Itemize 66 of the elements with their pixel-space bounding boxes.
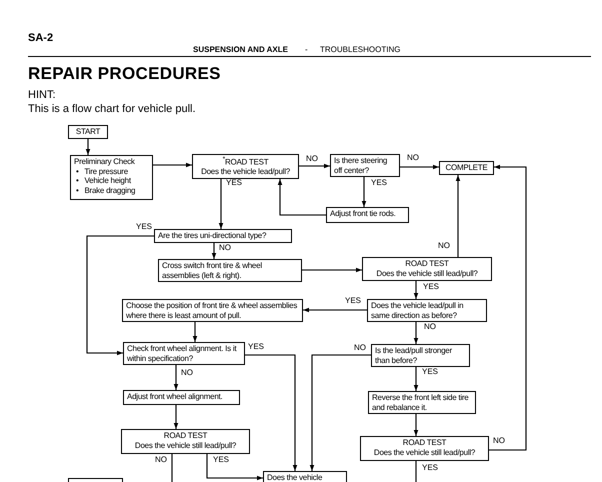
decision-box: $^{*}$ROAD TEST Does the vehicle lead/pull? xyxy=(192,154,299,179)
start-box: START xyxy=(68,125,108,139)
section-heading: SUSPENSION AND AXLE xyxy=(193,46,288,55)
edge-label: NO xyxy=(180,369,194,377)
arrow xyxy=(489,164,527,451)
subsection-heading: TROUBLESHOOTING xyxy=(320,46,400,55)
edge-label: NO xyxy=(423,323,437,331)
arrow xyxy=(310,354,371,471)
decision-box: ROAD TEST Does the vehicle still lead/pull? xyxy=(362,257,492,281)
arrow xyxy=(362,177,366,207)
arrow xyxy=(414,322,418,344)
separator-text: - xyxy=(305,46,308,55)
arrow xyxy=(153,162,192,168)
decision-box: ROAD TEST Does the vehicle still lead/pull? xyxy=(360,436,489,461)
page-number: SA-2 xyxy=(28,32,54,44)
arrow xyxy=(218,179,224,229)
process-box: Adjust front tie rods. xyxy=(326,207,409,223)
process-box: Cross switch front tire & wheel assemblies (left & right). xyxy=(158,259,302,282)
arrow xyxy=(278,179,326,216)
arrow xyxy=(414,367,418,391)
arrow xyxy=(414,414,418,436)
decision-box: Check front wheel alignment. Is it within specification? xyxy=(123,342,245,366)
arrow xyxy=(174,365,178,390)
edge-label: YES xyxy=(370,179,388,187)
end-box: COMPLETE xyxy=(439,161,494,175)
edge-label: YES xyxy=(135,223,154,231)
decision-box: Is there steering off center? xyxy=(330,154,400,178)
edge-label: NO xyxy=(305,155,319,163)
page-title: REPAIR PROCEDURES xyxy=(28,65,221,84)
arrow xyxy=(174,405,178,429)
edge-label: YES xyxy=(247,343,266,351)
edge-label: YES xyxy=(212,456,230,464)
arrow xyxy=(299,164,330,168)
edge-label: NO xyxy=(218,244,232,252)
edge-label: YES xyxy=(344,297,362,305)
edge-label: NO xyxy=(154,456,168,464)
arrow xyxy=(245,354,298,471)
arrow xyxy=(86,139,90,155)
hint-label: HINT: xyxy=(28,89,56,102)
edge-label: YES xyxy=(421,464,440,472)
arrow xyxy=(86,235,154,356)
arrow xyxy=(206,454,263,480)
arrow xyxy=(400,164,439,170)
arrow xyxy=(414,281,418,299)
arrow xyxy=(302,268,362,272)
edge-label: YES xyxy=(422,283,440,291)
edge-label: YES xyxy=(225,179,244,187)
process-box: Preliminary Check • Tire pressure • Vehicle height • Brake dragging xyxy=(70,155,153,200)
process-box: Choose the position of front tire & wheel assemblies where there is least amount of pull. xyxy=(122,299,303,322)
arrow xyxy=(303,308,367,312)
arrow xyxy=(212,243,216,259)
edge-label: NO xyxy=(406,154,420,162)
decision-box: Are the tires uni-directional type? xyxy=(154,229,292,243)
arrow xyxy=(456,175,460,257)
arrow xyxy=(192,322,198,342)
decision-box: Does the vehicle xyxy=(263,471,347,482)
decision-box: Does the vehicle lead/pull in same direction as before? xyxy=(367,299,487,322)
edge-label: YES xyxy=(421,368,440,376)
edge-label: NO xyxy=(437,242,451,250)
process-box: Adjust front wheel alignment. xyxy=(123,390,240,405)
hint-text: This is a flow chart for vehicle pull. xyxy=(28,103,196,116)
process-box: Reverse the front left side tire and rebalance it. xyxy=(368,391,476,414)
edge-label: NO xyxy=(492,437,506,445)
decision-box: Is the lead/pull stronger than before? xyxy=(371,344,470,368)
edge-label: NO xyxy=(353,344,367,352)
decision-box: ROAD TEST Does the vehicle still lead/pull? xyxy=(121,429,250,454)
